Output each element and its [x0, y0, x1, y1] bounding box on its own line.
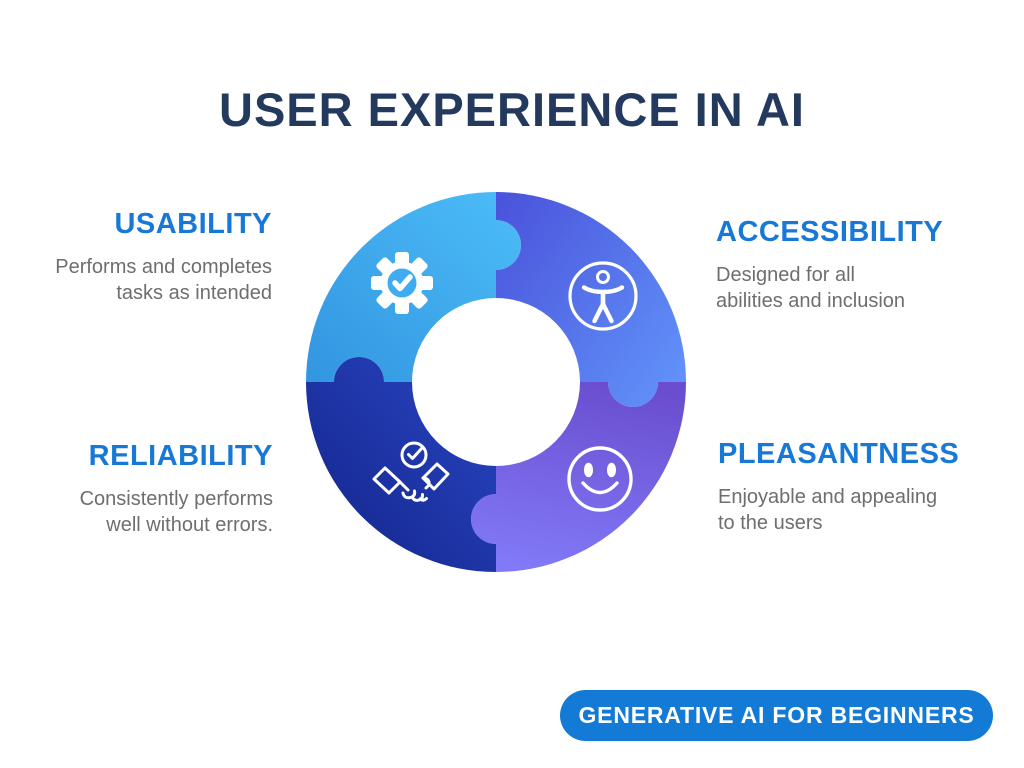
accessibility-person-icon — [568, 261, 638, 331]
accessibility-heading: ACCESSIBILITY — [716, 216, 944, 248]
footer-badge: GENERATIVE AI FOR BEGINNERS — [560, 690, 993, 741]
gear-check-icon — [371, 252, 433, 314]
pleasantness-heading: PLEASANTNESS — [718, 438, 960, 470]
puzzle-piece-reliability — [306, 357, 496, 572]
footer-badge-label: GENERATIVE AI FOR BEGINNERS — [578, 702, 975, 728]
puzzle-donut-diagram — [306, 192, 686, 572]
puzzle-piece-accessibility — [496, 192, 686, 407]
puzzle-piece-pleasantness — [471, 382, 686, 572]
page-title: USER EXPERIENCE IN AI — [219, 83, 805, 136]
reliability-heading: RELIABILITY — [88, 440, 273, 472]
usability-heading: USABILITY — [114, 208, 272, 240]
handshake-check-icon — [372, 441, 450, 502]
smiley-face-icon — [567, 446, 633, 512]
